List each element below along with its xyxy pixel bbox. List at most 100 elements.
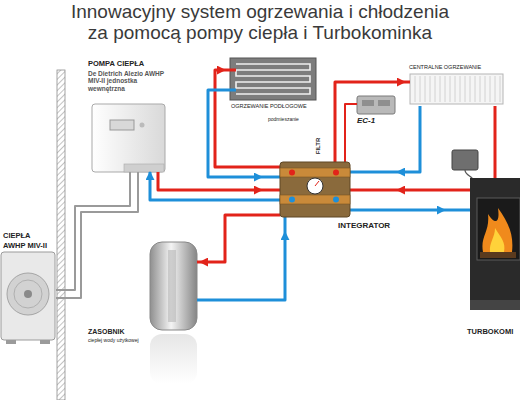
controller-box: EC-1	[355, 94, 397, 128]
fireplace-figure	[445, 148, 520, 310]
pipe-stub	[494, 148, 497, 178]
pipe-stub	[262, 166, 280, 169]
outdoor-unit-figure	[1, 252, 55, 344]
pipe-connector	[494, 106, 497, 148]
tank-body	[150, 242, 197, 330]
tank-heading: ZASOBNIK	[88, 328, 125, 336]
pipe-stub	[355, 103, 357, 105]
unit-foot	[40, 340, 50, 344]
pipe-stub	[445, 189, 470, 192]
display-panel	[110, 120, 134, 130]
pipe-stub	[262, 214, 280, 217]
fireplace: TURBOKOMI	[445, 148, 520, 348]
pipe-connector	[335, 82, 405, 132]
radiator-label: CENTRALNE OGRZEWANIE	[409, 64, 481, 70]
pipe-stub	[284, 217, 287, 232]
radiator-panel	[410, 74, 503, 104]
manifold-body	[280, 162, 350, 217]
pipe-stub	[197, 299, 200, 302]
floor-slab	[230, 58, 316, 100]
model-label: AWHP MIV-II	[3, 242, 47, 251]
tank-figure	[150, 242, 200, 384]
pipe-stub	[197, 261, 200, 264]
fan-ring	[14, 280, 42, 308]
pipe-stub	[445, 209, 470, 212]
pipe-stub	[262, 176, 280, 179]
pipe-connector	[345, 104, 355, 132]
fireplace-body	[470, 178, 520, 300]
unit-label: CIEPŁA	[3, 232, 31, 241]
valve-knob	[289, 197, 295, 203]
pipe-stub	[262, 189, 280, 192]
filter-label: FILTR	[314, 134, 322, 158]
pipe-stub	[344, 132, 346, 162]
valve-knob	[289, 170, 295, 176]
controller-module	[378, 100, 390, 106]
pipe-connector	[200, 215, 262, 262]
pressure-gauge	[307, 178, 323, 194]
radiator: CENTRALNE OGRZEWANIE	[405, 62, 505, 106]
outdoor-unit: CIEPŁAAWHP MIV-II	[0, 228, 56, 346]
pipe-connector	[56, 172, 138, 298]
indoor-unit-figure	[92, 104, 165, 172]
floor-heating-figure	[225, 58, 316, 100]
return-header	[280, 195, 350, 204]
pipe-connector	[397, 189, 445, 192]
pipe-group	[56, 70, 495, 300]
controller-figure	[355, 96, 395, 114]
indoor-unit: POMPA CIEPŁADe Dietrich Alezio AWHP MIV-…	[80, 58, 168, 172]
tank-reflection	[150, 334, 197, 384]
pipe-stub	[350, 209, 397, 212]
unit-description: De Dietrich Alezio AWHP MIV-II jednostka…	[88, 70, 164, 92]
valve-knob	[333, 197, 339, 203]
radiator-fins	[415, 76, 500, 102]
hot-water-tank: ZASOBNIK ciepłej wody użytkowej	[85, 240, 200, 348]
floor-heating: OGRZEWANIE PODŁOGOWE	[225, 56, 320, 114]
controller-module	[362, 100, 374, 106]
fireplace-glass	[477, 198, 520, 260]
pipe-connector	[56, 172, 130, 290]
pipe-stub	[262, 199, 280, 202]
floor-heating-label: OGRZEWANIE PODŁOGOWE	[231, 103, 307, 109]
house-wall	[57, 70, 65, 400]
integrator-label: INTEGRATOR	[338, 221, 390, 230]
fan-hub	[24, 290, 32, 298]
flame-core	[490, 228, 505, 252]
radiator-figure	[405, 74, 503, 104]
pipe-strip	[124, 164, 164, 172]
fireplace-base	[470, 300, 520, 310]
controller-casing	[357, 96, 395, 114]
pipe-stub	[405, 81, 410, 84]
flame	[482, 208, 512, 252]
indoor-casing	[92, 104, 165, 172]
pipe-connector	[397, 209, 445, 212]
pipe-stub	[225, 69, 236, 72]
tank-description: ciepłej wody użytkowej	[88, 338, 139, 344]
valve-knob	[333, 170, 339, 176]
control-knob	[140, 123, 145, 128]
fireplace-label: TURBOKOMI	[467, 328, 513, 337]
diagram-title: Innowacyjny system ogrzewania i chłodzen…	[60, 1, 460, 43]
pipe-stub	[350, 171, 397, 174]
pipe-connector	[397, 106, 420, 172]
pipe-stub	[225, 89, 236, 92]
integrator-manifold: INTEGRATOR	[262, 132, 397, 232]
pipe-connector	[200, 232, 285, 300]
tank-band	[168, 250, 176, 322]
supply-header	[280, 168, 350, 177]
heating-coil	[236, 64, 310, 94]
controller-label: EC-1	[357, 116, 375, 125]
unit-foot	[6, 340, 16, 344]
unit-heading: POMPA CIEPŁA	[88, 60, 144, 69]
fire-logs	[480, 252, 516, 258]
pipe-connector	[215, 70, 262, 167]
pipe-stub	[334, 132, 337, 162]
gauge-needle	[315, 181, 319, 186]
pipe-stub	[350, 189, 397, 192]
outdoor-casing	[1, 252, 55, 340]
fireplace-controller	[452, 150, 478, 170]
integrator-figure	[262, 132, 397, 232]
